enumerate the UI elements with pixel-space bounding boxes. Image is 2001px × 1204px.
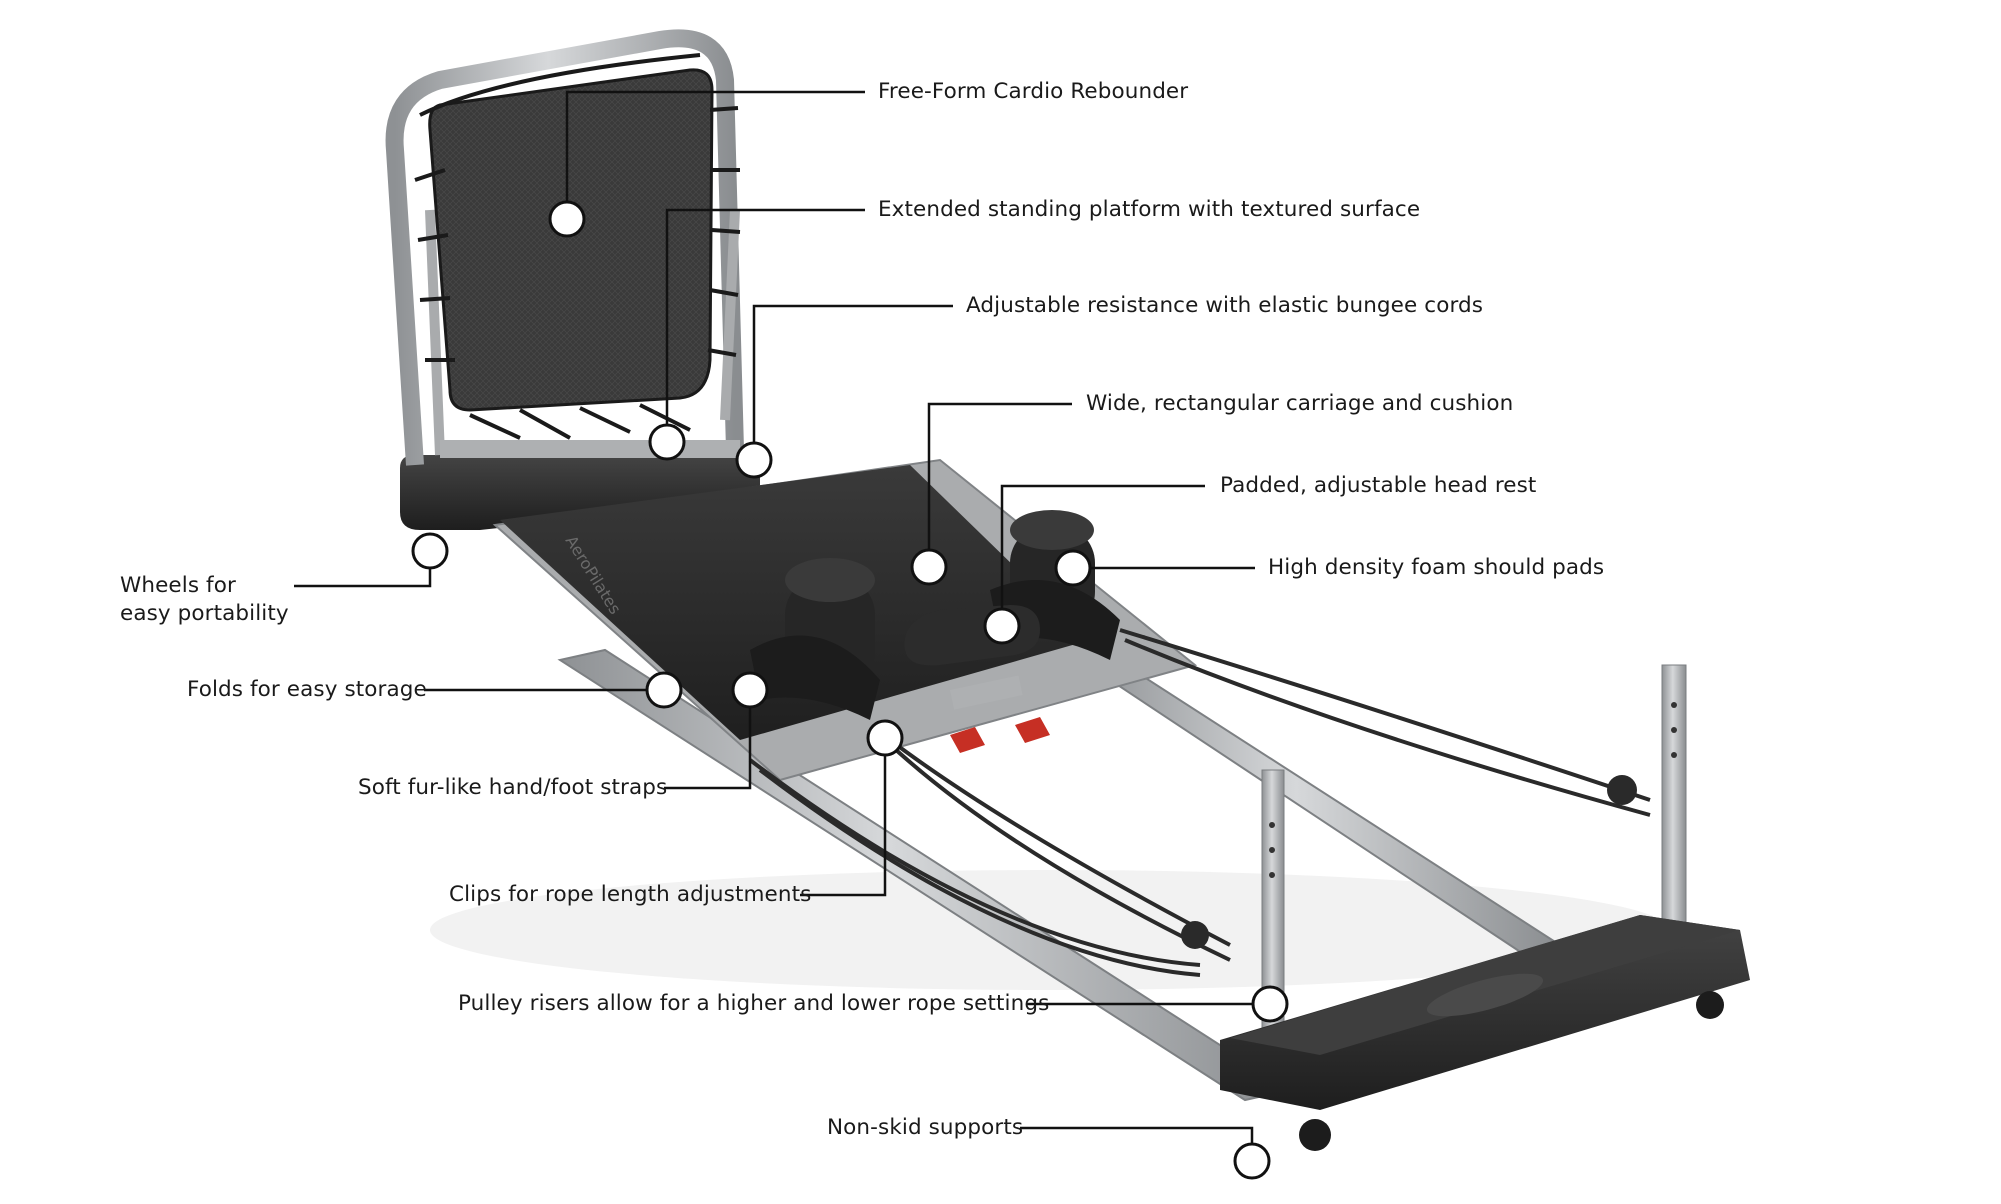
label-carriage-and-cushion: Wide, rectangular carriage and cushion [1086, 391, 1514, 416]
shoulder-pads [750, 510, 1120, 720]
leader-carriage [927, 402, 1072, 567]
leader-rebounder [565, 90, 865, 219]
marker-straps [731, 671, 769, 709]
marker-carriage [910, 548, 948, 586]
marker-wheels [411, 532, 449, 570]
leader-clips [800, 738, 887, 897]
marker-pulley [1251, 985, 1289, 1023]
marker-resistance [735, 441, 773, 479]
front-base [1220, 915, 1750, 1151]
label-hand-foot-straps: Soft fur-like hand/foot straps [358, 775, 668, 800]
marker-headrest [983, 607, 1021, 645]
label-head-rest: Padded, adjustable head rest [1220, 473, 1537, 498]
marker-platform [648, 423, 686, 461]
label-adjustable-resistance: Adjustable resistance with elastic bunge… [966, 293, 1484, 318]
leader-lines [294, 90, 1255, 1144]
leader-resistance [752, 304, 953, 460]
marker-folds [645, 671, 683, 709]
bungee-ropes [748, 628, 1651, 977]
callout-markers [411, 200, 1289, 1180]
label-non-skid-supports: Non-skid supports [827, 1115, 1024, 1140]
marker-nonskid [1233, 1142, 1271, 1180]
leader-headrest [1000, 484, 1205, 626]
label-wheels: Wheels for easy portability [120, 573, 289, 626]
leader-nonskid [1020, 1126, 1254, 1144]
label-free-form-cardio-rebounder: Free-Form Cardio Rebounder [878, 79, 1189, 104]
marker-rebounder [548, 200, 586, 238]
label-pulley-risers: Pulley risers allow for a higher and low… [458, 991, 1050, 1016]
leader-platform [665, 208, 865, 442]
leader-wheels [294, 551, 432, 588]
label-shoulder-pads: High density foam should pads [1268, 555, 1605, 580]
label-folds-for-storage: Folds for easy storage [187, 677, 427, 702]
leader-straps [664, 707, 752, 790]
marker-shoulder [1054, 549, 1092, 587]
marker-clips [866, 719, 904, 757]
label-extended-standing-platform: Extended standing platform with textured… [878, 197, 1421, 222]
label-clips-rope-length: Clips for rope length adjustments [449, 882, 812, 907]
